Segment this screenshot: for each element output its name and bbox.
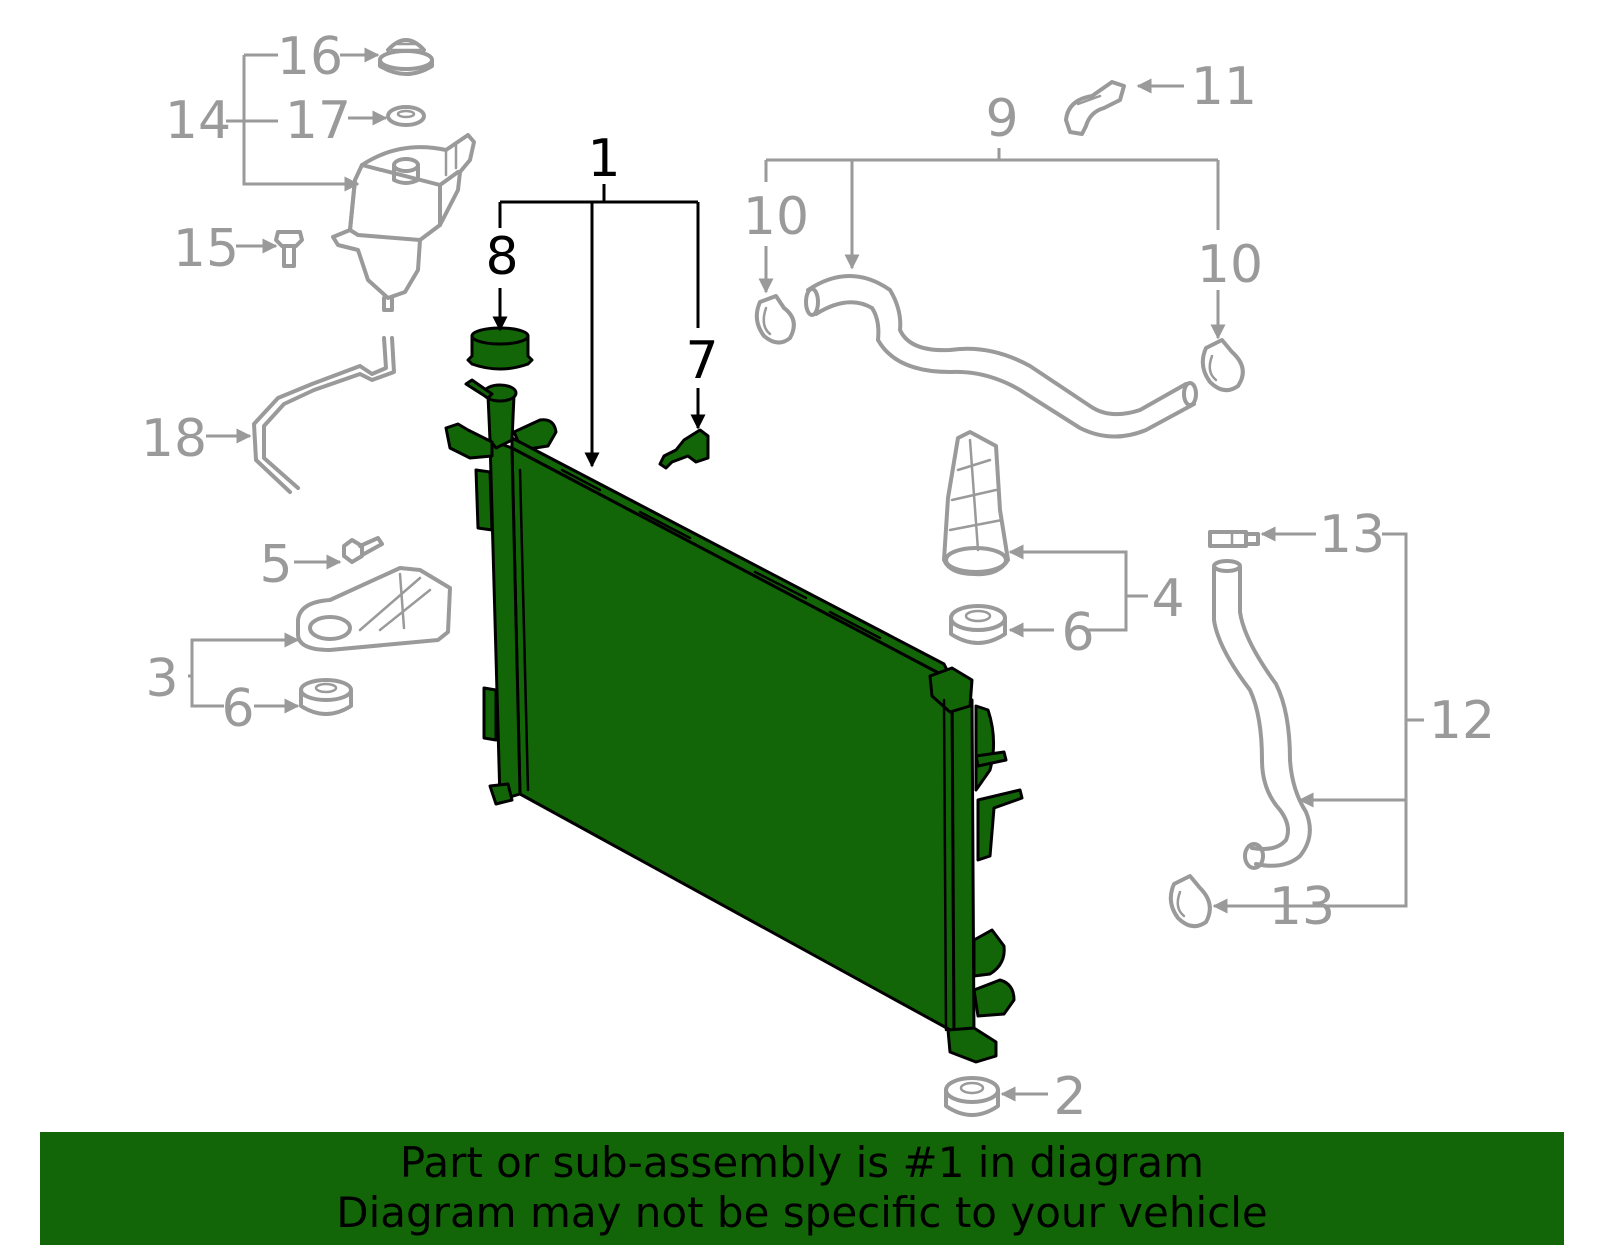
banner-line-2: Diagram may not be specific to your vehi…	[336, 1188, 1268, 1237]
leader-4-group	[1008, 544, 1148, 632]
callout-9: 9	[985, 89, 1018, 149]
leader-12-group	[1212, 532, 1424, 914]
mounting-bracket-left-part	[296, 566, 452, 652]
callout-6-right: 6	[1061, 603, 1094, 663]
callout-14: 14	[165, 91, 231, 151]
callout-10-left: 10	[743, 187, 809, 247]
hose-clamp-lower-part	[1168, 874, 1212, 929]
callout-10-right: 10	[1197, 235, 1263, 295]
reservoir-cap-part	[378, 38, 434, 76]
mounting-bracket-right-part	[942, 430, 1010, 577]
callout-16: 16	[277, 27, 343, 87]
insulator-left-part	[299, 678, 353, 716]
callout-13-lower: 13	[1269, 877, 1335, 937]
hose-clamp-upper-right-part	[1200, 338, 1245, 393]
radiator-cap-part	[466, 326, 534, 371]
overflow-hose-part	[252, 336, 396, 494]
insulator-lower-part	[944, 1076, 1000, 1117]
upper-radiator-hose-part	[804, 274, 1198, 439]
coolant-reservoir-part	[331, 133, 476, 312]
callout-4: 4	[1151, 569, 1184, 629]
callout-12: 12	[1429, 691, 1495, 751]
banner-line-1: Part or sub-assembly is #1 in diagram	[399, 1138, 1205, 1187]
info-banner: Part or sub-assembly is #1 in diagram Di…	[40, 1132, 1564, 1245]
reservoir-bolt-part	[274, 230, 304, 268]
drain-plug-part	[658, 428, 710, 470]
callout-8: 8	[485, 227, 518, 287]
callout-18: 18	[141, 409, 207, 469]
radiator-assembly-part	[444, 378, 1024, 1064]
callout-7: 7	[685, 331, 718, 391]
callout-2: 2	[1053, 1067, 1086, 1127]
callout-1: 1	[587, 129, 620, 189]
leader-9-group	[764, 148, 1220, 270]
reservoir-seal-part	[386, 105, 426, 127]
hose-clip-part	[1064, 80, 1126, 136]
callout-17: 17	[285, 91, 351, 151]
callout-11: 11	[1191, 57, 1257, 117]
hose-clamp-upper-left-part	[754, 294, 796, 345]
insulator-right-part	[949, 604, 1007, 645]
hose-connector-part	[1208, 530, 1260, 548]
lower-radiator-hose-part	[1212, 559, 1312, 870]
callout-15: 15	[173, 219, 239, 279]
callout-3: 3	[145, 649, 178, 709]
callout-13-upper: 13	[1319, 505, 1385, 565]
callout-5: 5	[259, 535, 292, 595]
callout-6-left: 6	[221, 679, 254, 739]
leader-14-group	[226, 53, 360, 192]
bracket-bolt-part	[342, 536, 384, 564]
leader-3-group	[188, 632, 300, 708]
leader-1-group	[498, 184, 700, 468]
